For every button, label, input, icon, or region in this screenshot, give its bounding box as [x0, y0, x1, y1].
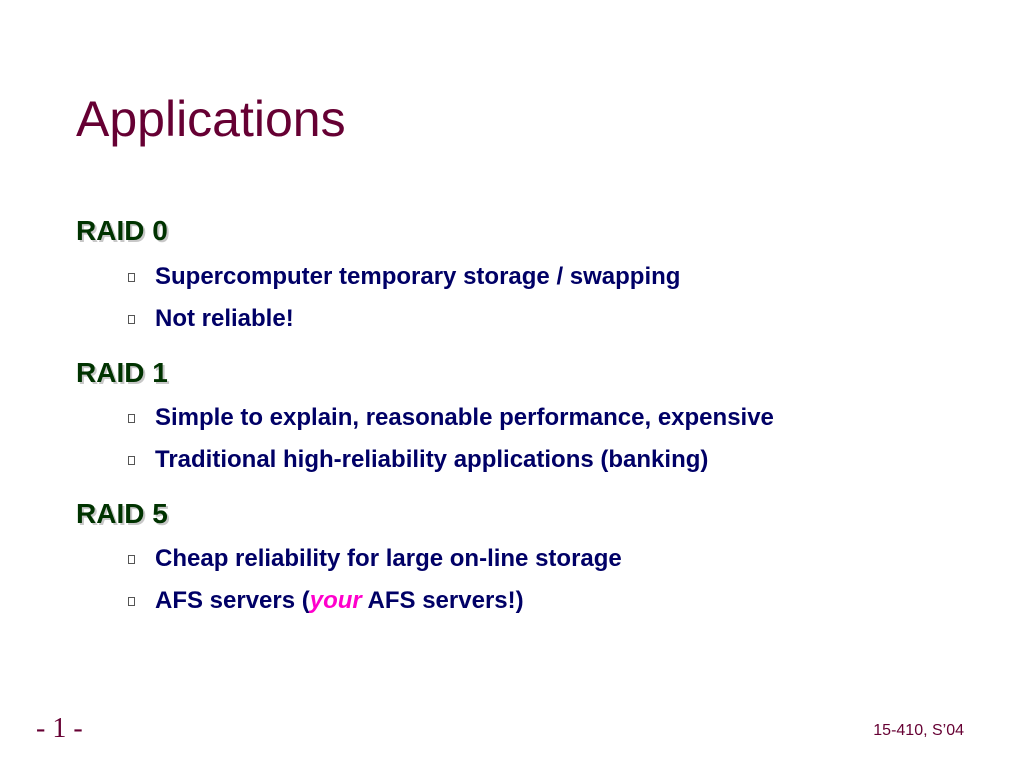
bullet-marker-icon: [128, 273, 135, 282]
bullet-text: Cheap reliability for large on-line stor…: [155, 545, 622, 572]
bullet-text-before: AFS servers (: [155, 587, 310, 614]
section-heading-raid-1: RAID 1: [76, 357, 168, 388]
bullet-marker-icon: [128, 414, 135, 423]
bullet-item: Not reliable!: [128, 305, 294, 332]
bullet-marker-icon: [128, 555, 135, 564]
bullet-marker-icon: [128, 597, 135, 606]
bullet-text-after: AFS servers!): [361, 587, 524, 614]
page-number: - 1 -: [36, 713, 83, 744]
course-label: 15-410, S’04: [873, 722, 964, 739]
bullet-marker-icon: [128, 456, 135, 465]
bullet-marker-icon: [128, 315, 135, 324]
bullet-item-afs: AFS servers (your AFS servers!): [128, 587, 524, 614]
bullet-text: Not reliable!: [155, 305, 294, 332]
section-heading-raid-5: RAID 5: [76, 498, 168, 529]
bullet-item: Supercomputer temporary storage / swappi…: [128, 263, 681, 290]
section-heading-raid-0: RAID 0: [76, 215, 168, 246]
bullet-text: Simple to explain, reasonable performanc…: [155, 404, 774, 431]
bullet-item: Traditional high-reliability application…: [128, 446, 709, 473]
bullet-item: Simple to explain, reasonable performanc…: [128, 404, 774, 431]
emphasis-your: your: [309, 587, 362, 614]
bullet-text: Supercomputer temporary storage / swappi…: [155, 263, 681, 290]
bullet-text: Traditional high-reliability application…: [155, 446, 709, 473]
slide-title: Applications: [76, 91, 346, 147]
bullet-item: Cheap reliability for large on-line stor…: [128, 545, 622, 572]
